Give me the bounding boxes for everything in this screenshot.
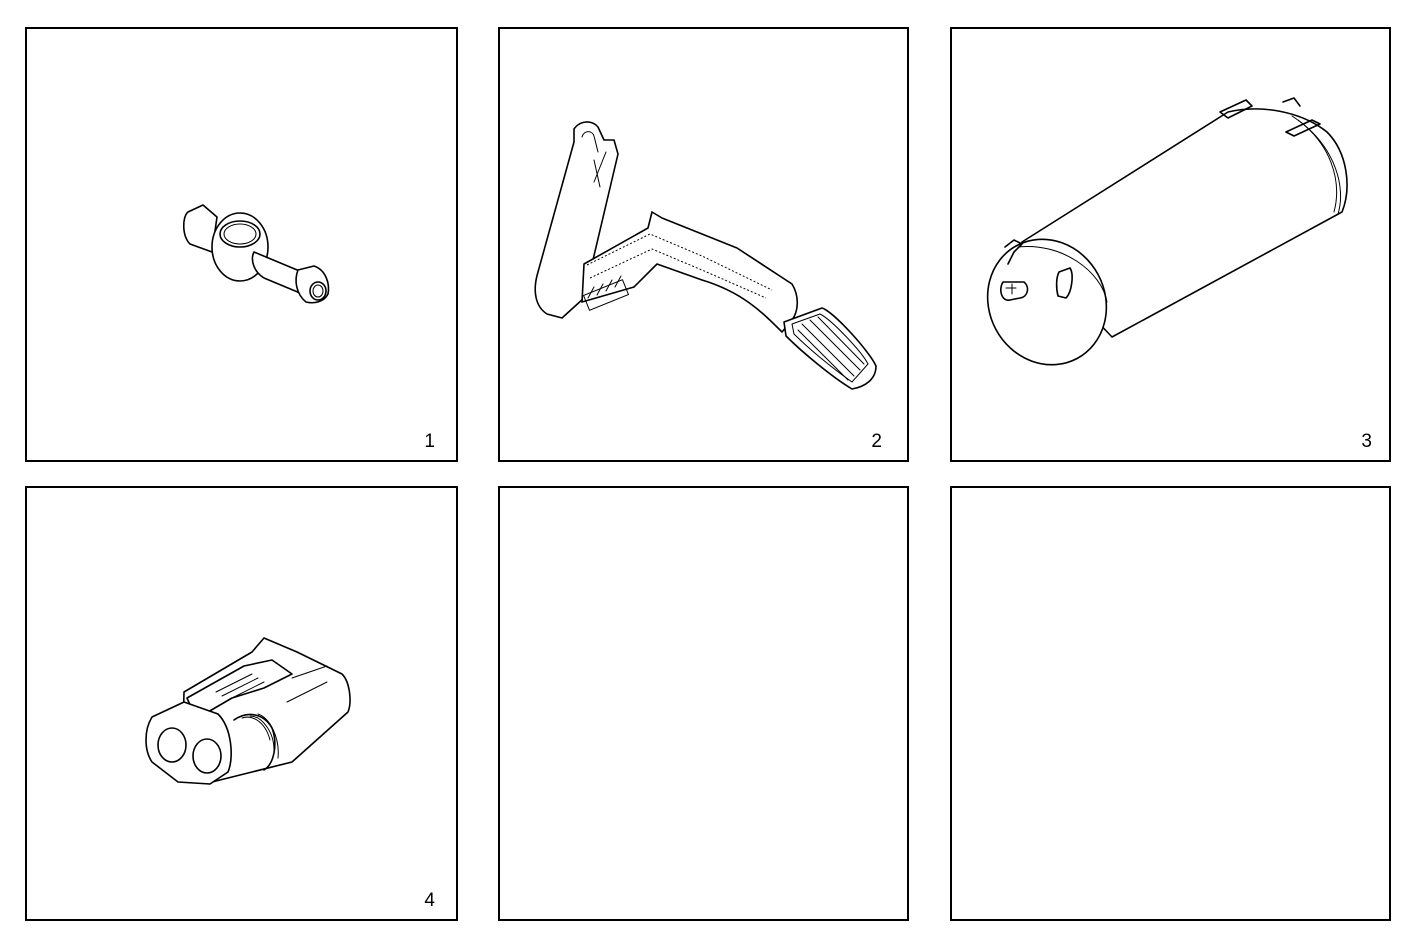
panel-1: 1: [25, 27, 458, 462]
panel-2: 2: [498, 27, 909, 462]
panel-number: 4: [424, 890, 435, 911]
canister-illustration: [986, 97, 1348, 366]
electrical-connector-illustration: [145, 637, 351, 785]
banjo-fitting-illustration: [182, 204, 330, 304]
panel-number: 3: [1361, 431, 1372, 452]
panel-4: 4: [25, 486, 458, 921]
panel-5-empty: [498, 486, 909, 921]
panel-6-empty: [950, 486, 1391, 921]
panel-3: 3: [950, 27, 1391, 462]
panel-number: 1: [424, 431, 435, 452]
panel-number: 2: [871, 431, 882, 452]
accelerator-pedal-illustration: [534, 121, 877, 390]
